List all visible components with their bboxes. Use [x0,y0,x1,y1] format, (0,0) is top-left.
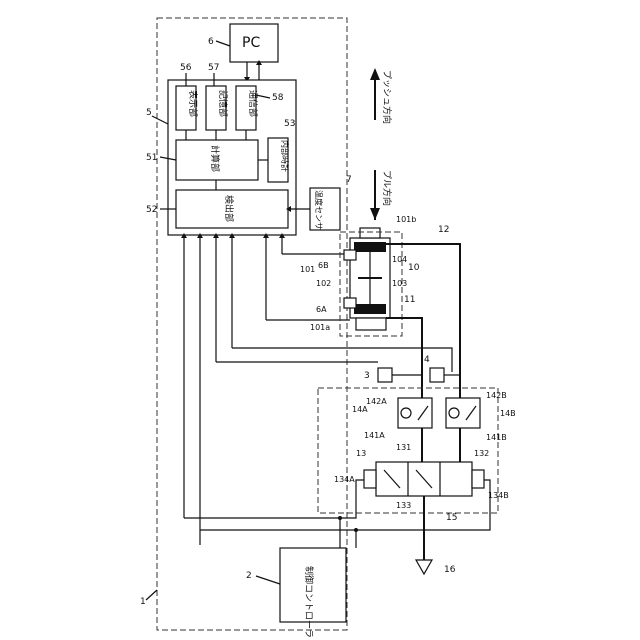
wire-4 [232,348,452,372]
cylinder-head [360,228,380,238]
push-arrow-head [370,68,380,80]
label-133: 133 [396,501,411,510]
temp-label: 温度センサ [314,190,324,230]
air-line-11 [386,318,422,398]
label-16: 16 [444,565,456,575]
calc-label: 計算部 [209,145,221,172]
cylinder-rod-end [356,318,386,330]
pc-number: 6 [208,37,214,47]
label-131: 131 [396,443,411,452]
label-101b: 101b [396,215,416,224]
system-number: 1 [140,597,146,607]
clock-label: 内部時計 [280,140,290,172]
calc-number: 51 [146,153,157,163]
solenoid-134A [364,470,376,488]
solenoid-valve-13 [364,462,484,496]
display-number: 56 [180,63,192,73]
pc-label: PC [242,35,260,51]
comm-number: 58 [272,93,284,103]
label-14A: 14A [352,405,368,414]
storage-number: 57 [208,63,219,73]
speed-controller-14A [398,398,432,428]
label-132: 132 [474,449,489,458]
leader-1 [146,590,157,600]
cylinder-10 [344,228,390,330]
cylinder-cap-top [354,242,386,252]
label-141A: 141A [364,431,385,440]
detect-label: 検出部 [223,195,235,222]
leader-5 [152,116,168,124]
label-101a: 101a [310,323,330,332]
label-14B: 14B [500,409,516,418]
controller-number: 2 [246,571,252,581]
push-label: プッシュ方向 [381,70,393,124]
speed-controller-14B [446,398,480,428]
pressure-sensor-4 [430,368,444,382]
solenoid-134B [472,470,484,488]
label-15: 15 [446,513,457,523]
pressure-sensor-3 [378,368,392,382]
temp-number: 7 [346,175,352,185]
label-103: 103 [392,279,407,288]
pull-label: プル方向 [381,170,393,206]
air-source-16 [416,560,432,574]
cylinder-cap-bottom [354,304,386,314]
label-10: 10 [408,263,420,273]
clock-number: 53 [284,119,295,129]
signal-lines [181,233,285,545]
label-6A: 6A [316,305,327,314]
label-104: 104 [392,255,407,264]
label-102: 102 [316,279,331,288]
detect-number: 52 [146,205,157,215]
unit5-number: 5 [146,108,152,118]
wire-134A [184,480,364,518]
display-label: 表示部 [187,90,199,117]
label-134A: 134A [334,475,355,484]
label-141B: 141B [486,433,507,442]
pull-arrow-head [370,208,380,220]
label-142A: 142A [366,397,387,406]
label-134B: 134B [488,491,509,500]
leader-6 [216,41,230,46]
leader-2 [256,576,280,584]
storage-label: 記憶部 [217,90,229,117]
label-4: 4 [424,355,430,365]
label-3: 3 [364,371,370,381]
label-101: 101 [300,265,315,274]
switch-6A [344,298,356,308]
label-6B: 6B [318,261,329,270]
label-12: 12 [438,225,449,235]
label-142B: 142B [486,391,507,400]
comm-label: 通信部 [247,90,259,117]
controller-label: 制御コントローラ [303,566,315,638]
label-11: 11 [404,295,415,305]
label-13: 13 [356,449,366,458]
switch-6B [344,250,356,260]
